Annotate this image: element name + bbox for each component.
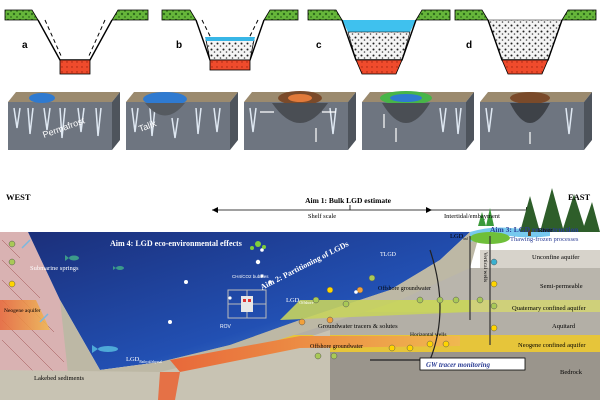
lgd-inf-sub: inf [463, 236, 468, 241]
gw-tracers-label: Groundwater tracers & solutes [318, 323, 398, 330]
panel-letter-a: a [22, 40, 28, 51]
panel-letter-c: c [316, 40, 322, 51]
horizontal-wells-label: Horizontal wells [410, 332, 447, 338]
lgd-inf-label: LGDinf [450, 233, 468, 241]
aquitard-label: Aquitard [552, 323, 576, 330]
ch4-co2-bubbles [168, 248, 358, 324]
lgd-bottom-label: LGDBathyal/abyssal [126, 356, 162, 364]
tlgd-label: TLGD [380, 252, 397, 258]
fish-icon [65, 255, 124, 270]
river-label: River [538, 227, 553, 234]
spring-arrows [21, 239, 49, 323]
intertidal-label: Intertidal/embayment [444, 213, 500, 220]
shore-grass [478, 208, 494, 226]
aim4-title: Aim 4: LGD eco-environmental effects [110, 239, 242, 248]
block-2 [126, 92, 238, 150]
block-4 [362, 91, 474, 150]
basin-panel-d [454, 9, 597, 75]
tracer-points [8, 240, 498, 360]
submarine-springs-label: Submarine springs [30, 265, 79, 272]
basin-panel-c [307, 9, 451, 75]
lgd-shore-label: LGDOffshore [286, 297, 314, 305]
west-label: WEST [6, 192, 31, 202]
offshore-gw-label-1: Offshore groundwater [378, 285, 431, 292]
panel-letter-d: d [466, 40, 472, 51]
unconfined-label: Unconfine aquifer [532, 254, 580, 261]
panel-letter-b: b [176, 40, 182, 51]
rov-label: ROV [220, 324, 232, 330]
semi-permeable-label: Semi-permeable [540, 283, 583, 290]
gw-tracer-label: GW tracer monitoring [426, 361, 491, 369]
aim3-title: Aim 3: LGD reconstruction [490, 225, 579, 234]
neogene-aquifer-left-label: Neogene aquifer [4, 307, 41, 314]
basin-panel-a [4, 9, 149, 75]
offshore-gw-label-2: Offshore groundwater [310, 343, 363, 350]
east-label: EAST [568, 192, 591, 202]
block-1 [8, 92, 120, 150]
horizontal-well[interactable] [370, 249, 441, 361]
shelf-scale-label: Shelf scale [308, 213, 336, 220]
lgd-shore-sub: Offshore [299, 300, 313, 305]
neogene-label: Neogene confined aquifer [518, 342, 586, 349]
bedrock-label: Bedrock [560, 369, 583, 376]
ch4-co2-label: CH4/CO2 bubbles [232, 274, 269, 279]
basin-panel-b [161, 9, 299, 71]
thawing-label: Thawing-frozen processes [510, 236, 579, 243]
lgd-bottom-sub: Bathyal/abyssal [139, 360, 162, 364]
aim1-title: Aim 1: Bulk LGD estimate [305, 196, 392, 205]
quaternary-label: Quaternary confined aquifer [512, 305, 586, 312]
gw-tracer-monitoring-box [419, 357, 526, 371]
neogene-aquifer-left [0, 300, 50, 330]
vertical-wells-label: Vertical wells [482, 252, 488, 282]
offshore-groundwater-flow [170, 336, 460, 372]
block-5 [480, 92, 592, 150]
block-3 [244, 91, 356, 150]
lakebed-label: Lakebed sediments [34, 375, 84, 382]
trees [520, 188, 600, 236]
rov-icon [227, 289, 267, 319]
plankton-icon [250, 241, 266, 250]
fish-icon-large [92, 345, 118, 353]
